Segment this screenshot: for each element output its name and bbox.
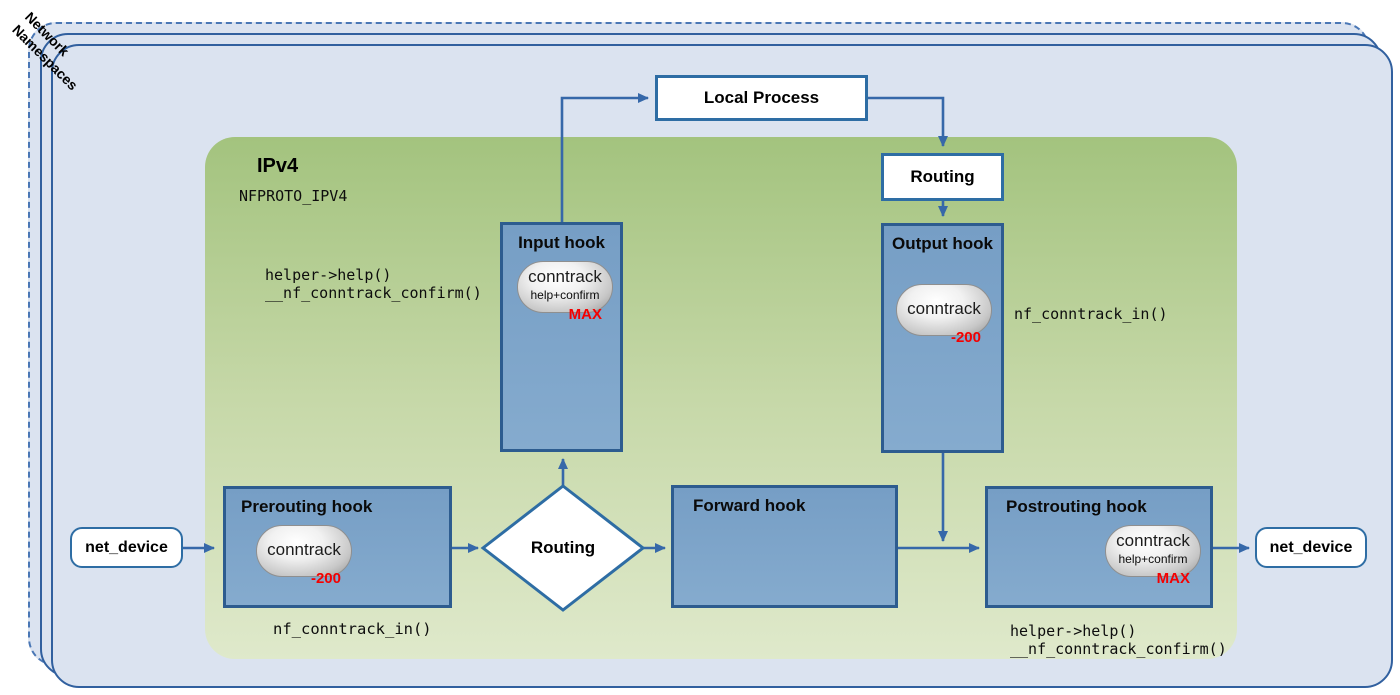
nfproto-ipv4-label: NFPROTO_IPV4 bbox=[239, 187, 348, 205]
conntrack-label: conntrack bbox=[907, 299, 981, 318]
prerouting-conntrack-pill: conntrack -200 bbox=[256, 525, 352, 587]
postrouting-conntrack-pill: conntrack help+confirm MAX bbox=[1105, 525, 1201, 587]
output-hook-box: Output hook conntrack -200 bbox=[881, 223, 1004, 453]
local-process-box: Local Process bbox=[655, 75, 868, 121]
routing-diamond-label: Routing bbox=[530, 538, 596, 557]
forward-hook-box: Forward hook bbox=[671, 485, 898, 608]
postrouting-hook-title: Postrouting hook bbox=[1006, 497, 1147, 516]
nf-conntrack-confirm-note-top: __nf_conntrack_confirm() bbox=[265, 284, 482, 302]
net-device-in-box: net_device bbox=[70, 527, 183, 568]
nf-conntrack-in-note-output: nf_conntrack_in() bbox=[1014, 305, 1168, 323]
routing-label: Routing bbox=[910, 167, 975, 186]
prerouting-hook-title: Prerouting hook bbox=[241, 497, 373, 516]
input-hook-box: Input hook conntrack help+confirm MAX bbox=[500, 222, 623, 452]
input-priority-badge: MAX bbox=[568, 306, 602, 323]
prerouting-hook-box: Prerouting hook conntrack -200 bbox=[223, 486, 452, 608]
nf-conntrack-confirm-note-bottom: __nf_conntrack_confirm() bbox=[1010, 640, 1227, 658]
postrouting-hook-box: Postrouting hook conntrack help+confirm … bbox=[985, 486, 1213, 608]
conntrack-label: conntrack bbox=[267, 540, 341, 559]
routing-box: Routing bbox=[881, 153, 1004, 201]
nf-conntrack-in-note-prerouting: nf_conntrack_in() bbox=[273, 620, 432, 638]
net-device-in-label: net_device bbox=[85, 538, 168, 556]
output-priority-badge: -200 bbox=[950, 329, 981, 346]
local-process-label: Local Process bbox=[703, 88, 820, 107]
ipv4-title: IPv4 bbox=[257, 155, 299, 177]
conntrack-sublabel: help+confirm bbox=[1118, 552, 1188, 566]
helper-help-note-bottom: helper->help() bbox=[1010, 622, 1137, 640]
conntrack-label: conntrack bbox=[528, 267, 602, 286]
prerouting-priority-badge: -200 bbox=[310, 570, 341, 587]
conntrack-label: conntrack bbox=[1116, 531, 1190, 550]
input-conntrack-pill: conntrack help+confirm MAX bbox=[517, 261, 613, 323]
input-hook-title: Input hook bbox=[518, 233, 605, 252]
output-conntrack-pill: conntrack -200 bbox=[896, 284, 992, 346]
output-hook-title: Output hook bbox=[891, 234, 994, 253]
helper-help-note-top: helper->help() bbox=[265, 266, 392, 284]
forward-hook-title: Forward hook bbox=[693, 496, 806, 515]
postrouting-priority-badge: MAX bbox=[1156, 570, 1190, 587]
net-device-out-box: net_device bbox=[1255, 527, 1367, 568]
net-device-out-label: net_device bbox=[1269, 538, 1353, 556]
conntrack-sublabel: help+confirm bbox=[530, 288, 600, 302]
